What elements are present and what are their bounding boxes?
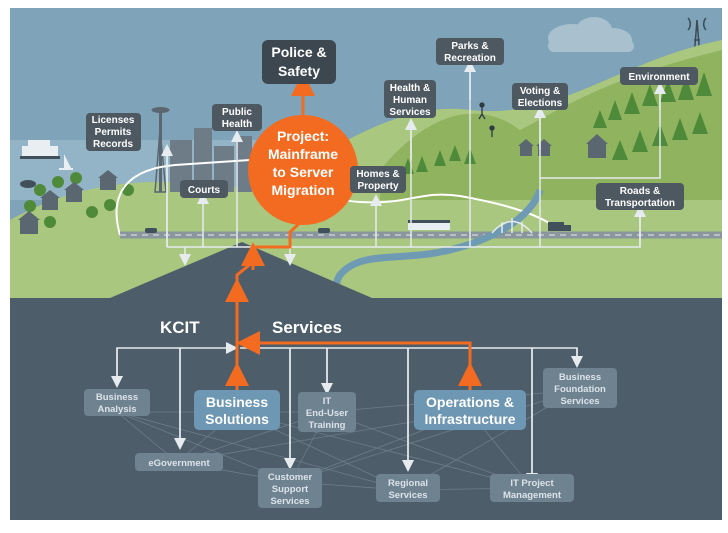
business-solutions-box[interactable]: Business Solutions bbox=[194, 390, 280, 430]
public-health-box[interactable]: Public Health bbox=[212, 104, 262, 131]
it-training-line2: End-User bbox=[306, 408, 349, 419]
homes-line1: Homes & bbox=[356, 169, 399, 180]
roads-line2: Transportation bbox=[605, 198, 675, 209]
courts-box[interactable]: Courts bbox=[180, 180, 228, 198]
regional-box[interactable]: Regional Services bbox=[376, 474, 440, 502]
environment-box[interactable]: Environment bbox=[620, 67, 698, 85]
regional-line2: Services bbox=[388, 490, 427, 501]
business-solutions-line1: Business bbox=[206, 394, 268, 410]
regional-line1: Regional bbox=[388, 478, 428, 489]
project-path bbox=[225, 72, 482, 390]
health-human-line1: Health & bbox=[390, 83, 431, 94]
truck-icon bbox=[548, 222, 571, 231]
police-safety-line2: Safety bbox=[278, 63, 320, 79]
licenses-line2: Permits bbox=[95, 127, 132, 138]
licenses-box[interactable]: Licenses Permits Records bbox=[86, 113, 141, 151]
environment-label: Environment bbox=[628, 72, 690, 83]
licenses-line1: Licenses bbox=[92, 115, 135, 126]
operations-line1: Operations & bbox=[426, 394, 514, 410]
business-analysis-line2: Analysis bbox=[97, 404, 136, 415]
business-foundation-box[interactable]: Business Foundation Services bbox=[543, 368, 617, 408]
community-connectors bbox=[161, 60, 666, 266]
operations-line2: Infrastructure bbox=[424, 411, 515, 427]
services-panel bbox=[10, 242, 722, 520]
whale-icon bbox=[20, 180, 36, 188]
customer-support-box[interactable]: Customer Support Services bbox=[258, 468, 322, 508]
voting-line1: Voting & bbox=[520, 86, 560, 97]
business-analysis-box[interactable]: Business Analysis bbox=[84, 389, 150, 416]
parks-box[interactable]: Parks & Recreation bbox=[436, 38, 504, 65]
it-training-line3: Training bbox=[309, 420, 346, 431]
road-line bbox=[115, 158, 561, 236]
business-solutions-line2: Solutions bbox=[205, 411, 269, 427]
customer-support-line1: Customer bbox=[268, 472, 313, 483]
voting-line2: Elections bbox=[518, 98, 563, 109]
ferry-icon bbox=[20, 140, 60, 159]
it-project-box[interactable]: IT Project Management bbox=[490, 474, 574, 502]
business-analysis-line1: Business bbox=[96, 392, 138, 403]
project-line4: Migration bbox=[272, 182, 335, 198]
cloud-icon bbox=[548, 17, 634, 52]
police-safety-box[interactable]: Police & Safety bbox=[262, 40, 336, 84]
customer-support-line2: Support bbox=[272, 484, 309, 495]
bus-icon bbox=[408, 220, 450, 230]
roads-box[interactable]: Roads & Transportation bbox=[596, 183, 684, 210]
hiker-icon bbox=[478, 102, 495, 137]
voting-box[interactable]: Voting & Elections bbox=[512, 83, 568, 110]
police-safety-line1: Police & bbox=[271, 44, 326, 60]
courts-label: Courts bbox=[188, 185, 221, 196]
health-human-line3: Services bbox=[389, 107, 431, 118]
public-health-line2: Health bbox=[222, 119, 253, 130]
homes-line2: Property bbox=[357, 181, 399, 192]
homes-box[interactable]: Homes & Property bbox=[350, 166, 406, 193]
car-icon bbox=[145, 228, 330, 233]
operations-box[interactable]: Operations & Infrastructure bbox=[414, 390, 526, 430]
health-human-line2: Human bbox=[393, 95, 427, 106]
sailboat-icon bbox=[59, 154, 73, 170]
roads-line1: Roads & bbox=[620, 186, 661, 197]
health-human-box[interactable]: Health & Human Services bbox=[384, 80, 436, 118]
it-training-box[interactable]: IT End-User Training bbox=[298, 392, 356, 432]
bridge-icon bbox=[491, 218, 533, 234]
parks-line2: Recreation bbox=[444, 53, 496, 64]
project-line1: Project: bbox=[277, 128, 329, 144]
project-circle[interactable]: Project: Mainframe to Server Migration bbox=[248, 115, 358, 225]
parks-line1: Parks & bbox=[451, 41, 488, 52]
business-foundation-line3: Services bbox=[560, 396, 599, 407]
egovernment-box[interactable]: eGovernment bbox=[135, 453, 223, 471]
services-label: Services bbox=[272, 318, 342, 337]
bottom-margin bbox=[10, 520, 722, 533]
project-line3: to Server bbox=[273, 164, 334, 180]
licenses-line3: Records bbox=[93, 139, 133, 150]
barn-icon bbox=[586, 134, 608, 158]
services-connectors bbox=[111, 342, 583, 485]
it-project-line1: IT Project bbox=[510, 478, 554, 489]
egovernment-label: eGovernment bbox=[148, 458, 210, 469]
kcit-label: KCIT bbox=[160, 318, 200, 337]
it-project-line2: Management bbox=[503, 490, 562, 501]
business-foundation-line1: Business bbox=[559, 372, 601, 383]
project-line2: Mainframe bbox=[268, 146, 338, 162]
forest bbox=[402, 72, 712, 174]
space-needle-icon bbox=[151, 107, 170, 193]
it-training-line1: IT bbox=[323, 396, 332, 407]
public-health-line1: Public bbox=[222, 107, 252, 118]
customer-support-line3: Services bbox=[270, 496, 309, 507]
business-foundation-line2: Foundation bbox=[554, 384, 606, 395]
